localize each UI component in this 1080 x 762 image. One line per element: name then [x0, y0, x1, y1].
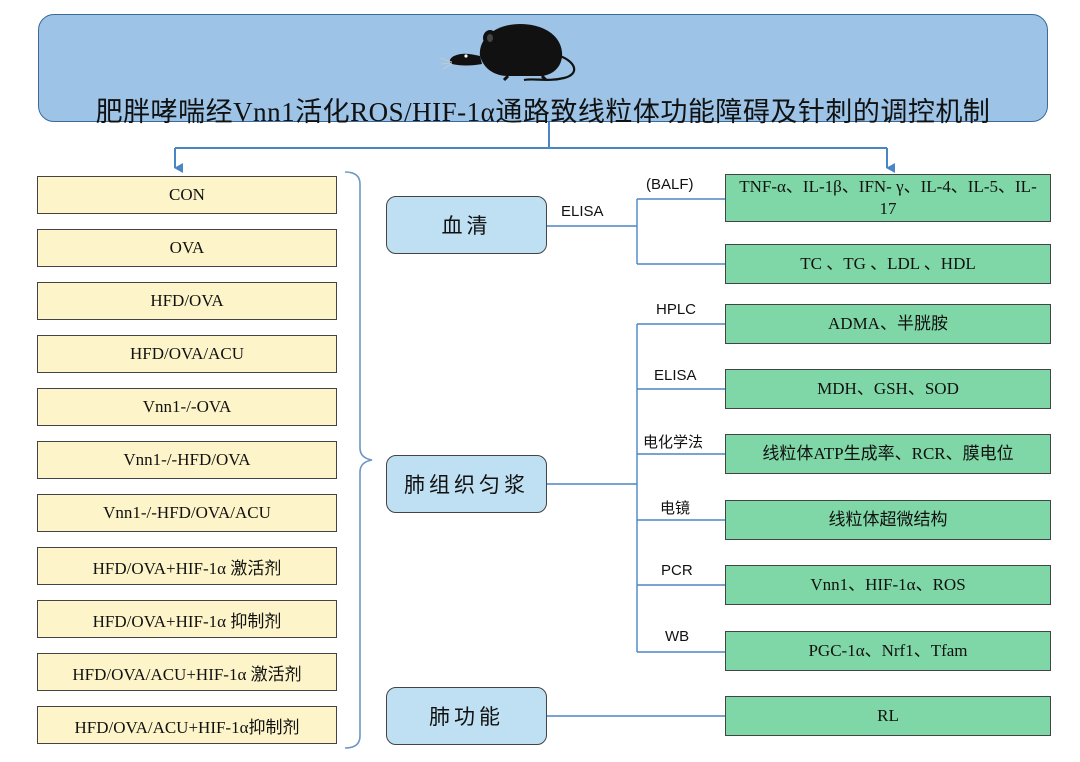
title-connector — [175, 122, 887, 149]
result-oxidative: MDH、GSH、SOD — [725, 369, 1051, 409]
result-mito-function: 线粒体ATP生成率、RCR、膜电位 — [725, 434, 1051, 474]
method-em: 电镜 — [660, 500, 691, 517]
method-hplc: HPLC — [656, 301, 697, 318]
method-pcr: PCR — [661, 562, 693, 579]
method-elisa-serum: ELISA — [561, 203, 604, 220]
result-ultrastructure: 线粒体超微结构 — [725, 500, 1051, 540]
result-lipids: TC 、TG 、LDL 、HDL — [725, 244, 1051, 284]
group-item: OVA — [37, 229, 337, 267]
group-item: HFD/OVA — [37, 282, 337, 320]
group-item: HFD/OVA+HIF-1α 激活剂 — [37, 547, 337, 585]
result-adma: ADMA、半胱胺 — [725, 304, 1051, 344]
method-balf: (BALF) — [646, 176, 694, 193]
sample-lung-function: 肺功能 — [386, 687, 547, 745]
sample-lung-homogenate: 肺组织匀浆 — [386, 455, 547, 513]
result-proteins: PGC-1α、Nrf1、Tfam — [725, 631, 1051, 671]
diagram-title: 肥胖哮喘经Vnn1活化ROS/HIF-1α通路致线粒体功能障碍及针刺的调控机制 — [95, 97, 991, 127]
result-cytokines: TNF-α、IL-1β、IFN- γ、IL-4、IL-5、IL-17 — [725, 174, 1051, 222]
group-item: HFD/OVA/ACU — [37, 335, 337, 373]
result-rl: RL — [725, 696, 1051, 736]
group-item: HFD/OVA/ACU+HIF-1α抑制剂 — [37, 706, 337, 744]
group-item: CON — [37, 176, 337, 214]
method-elisa-lung: ELISA — [654, 367, 697, 384]
sample-serum: 血清 — [386, 196, 547, 254]
result-genes: Vnn1、HIF-1α、ROS — [725, 565, 1051, 605]
group-item: Vnn1-/-OVA — [37, 388, 337, 426]
mouse-icon — [439, 24, 576, 82]
group-item: HFD/OVA+HIF-1α 抑制剂 — [37, 600, 337, 638]
serum-connector — [547, 198, 725, 265]
group-item: HFD/OVA/ACU+HIF-1α 激活剂 — [37, 653, 337, 691]
group-item: Vnn1-/-HFD/OVA — [37, 441, 337, 479]
group-brace — [344, 171, 373, 749]
method-electrochem: 电化学法 — [643, 434, 704, 451]
group-item: Vnn1-/-HFD/OVA/ACU — [37, 494, 337, 532]
lung-connector — [547, 323, 725, 653]
method-wb: WB — [665, 628, 690, 645]
